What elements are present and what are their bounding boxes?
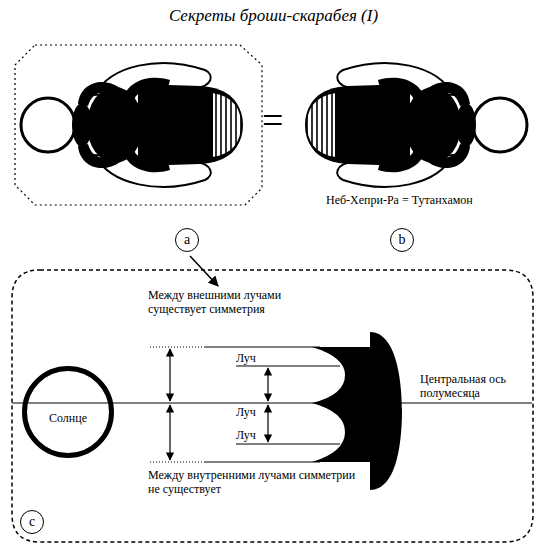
ray-line: [236, 366, 340, 367]
title: Секреты броши-скарабея (I): [0, 6, 547, 26]
node-text: b: [399, 232, 406, 248]
scarab-brooch: [21, 63, 242, 187]
central-axis: [12, 402, 532, 403]
note-text: Между внутренними лучами симметрии не су…: [148, 468, 363, 497]
panel-letter: b: [390, 228, 414, 252]
panel-letter: c: [20, 510, 44, 534]
ray-label: Луч: [236, 428, 256, 442]
ray-line: [150, 347, 205, 348]
axis-label: Центральная ось полумесяца: [420, 372, 530, 401]
ray-line: [205, 462, 320, 463]
pointer-arrow: [190, 256, 218, 286]
panel-letter: a: [175, 228, 199, 252]
caption-text: Неб-Хепри-Ра = Тутанхамон: [326, 193, 526, 207]
ray-line: [236, 444, 340, 445]
ray-line: [150, 462, 205, 463]
ray-line: [205, 347, 320, 348]
panel-border: [12, 270, 533, 542]
scarab-brooch: [306, 63, 527, 187]
dimension-arrow: [267, 405, 268, 442]
node-text: c: [29, 514, 35, 530]
node-text: Солнце: [49, 411, 87, 425]
dimension-arrow: [267, 368, 268, 401]
sun-circle: Солнце: [22, 366, 114, 458]
half-moon: [312, 332, 402, 490]
dimension-arrow: [169, 405, 170, 460]
dimension-arrow: [169, 349, 170, 401]
ray-label: Луч: [236, 351, 256, 365]
ray-label: Луч: [236, 405, 256, 419]
node-text: a: [184, 232, 190, 248]
equals-sign: =: [262, 98, 288, 144]
note-text: Между внешними лучами существует симметр…: [148, 288, 338, 317]
panel-border: [15, 45, 262, 205]
